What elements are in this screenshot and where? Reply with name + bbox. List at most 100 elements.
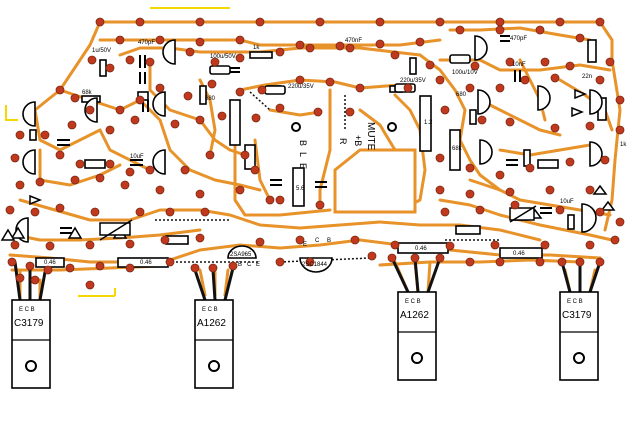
solder-pad: [15, 130, 25, 140]
solder-pad: [25, 261, 35, 271]
label-pin-e-mid: E: [303, 242, 307, 248]
solder-pad: [575, 33, 585, 43]
solder-pad: [325, 77, 335, 87]
solder-pad: [90, 207, 100, 217]
solder-pad: [615, 95, 625, 105]
label-c-22n: 22n: [582, 74, 592, 80]
solder-pad: [465, 257, 475, 267]
solder-pad: [415, 37, 425, 47]
solder-pad: [557, 257, 567, 267]
solder-pad: [275, 103, 285, 113]
ic-area: [333, 148, 417, 214]
solder-pad: [185, 47, 195, 57]
solder-pad: [425, 60, 435, 70]
solder-pad: [7, 257, 17, 267]
solder-pad: [43, 265, 53, 275]
solder-pad: [525, 163, 535, 173]
solder-pad: [240, 150, 250, 160]
solder-pad: [85, 280, 95, 290]
solder-pad: [465, 83, 475, 93]
solder-pad: [535, 25, 545, 35]
label-r-68k-right: 68k: [452, 146, 463, 152]
solder-pad: [145, 165, 155, 175]
label-q-2sc: 2SC1844: [302, 262, 328, 268]
solder-pad: [355, 83, 365, 93]
solder-pad: [390, 240, 400, 250]
solder-pad: [295, 75, 305, 85]
solder-pad: [565, 157, 575, 167]
connector-holes: [291, 122, 397, 132]
label-c-470nf: 470nF: [345, 38, 362, 44]
solder-pad: [475, 205, 485, 215]
solder-pad: [195, 17, 205, 27]
solder-pad: [115, 35, 125, 45]
solder-pad: [125, 263, 135, 273]
solder-pad: [585, 185, 595, 195]
solder-pad: [195, 189, 205, 199]
solder-pad: [210, 57, 220, 67]
solder-pad: [495, 83, 505, 93]
solder-pad: [295, 40, 305, 50]
solder-pad: [550, 73, 560, 83]
solder-pad: [207, 79, 217, 89]
label-c-1u50: 1u/50V: [92, 48, 111, 54]
solder-pad: [445, 241, 455, 251]
solder-pad: [250, 165, 260, 175]
solder-pad: [505, 57, 515, 67]
solder-pad: [85, 240, 95, 250]
solder-pad: [335, 41, 345, 51]
label-r-046-a: 0.46: [44, 260, 56, 266]
solder-pad: [160, 235, 170, 245]
solder-pad: [10, 153, 20, 163]
label-c-10uf: 10uF: [560, 199, 574, 205]
solder-pad: [165, 257, 175, 267]
transistor-part-number: C3179: [14, 318, 44, 329]
label-r-046-b: 0.46: [140, 260, 152, 266]
label-c-100u10: 100u/10V: [452, 70, 478, 76]
solder-pad: [115, 105, 125, 115]
solder-pad: [75, 159, 85, 169]
solder-pad: [205, 150, 215, 160]
solder-pad: [40, 130, 50, 140]
trimmer-potentiometers: [99, 205, 537, 241]
solder-pad: [85, 105, 95, 115]
solder-pad: [595, 17, 605, 27]
solder-pad: [265, 195, 275, 205]
solder-pad: [585, 121, 595, 131]
solder-pad: [235, 53, 245, 63]
solder-pad: [10, 240, 20, 250]
solder-pad: [35, 177, 45, 187]
solder-pad: [465, 189, 475, 199]
solder-pad: [295, 235, 305, 245]
solder-pad: [125, 167, 135, 177]
label-pin-c-left: C: [247, 262, 252, 268]
solder-pad: [275, 257, 285, 267]
solder-pad: [575, 257, 585, 267]
solder-pad: [540, 240, 550, 250]
solder-pad: [565, 61, 575, 71]
solder-pad: [390, 50, 400, 60]
solder-pad: [615, 217, 625, 227]
solder-pad: [105, 125, 115, 135]
solder-pad: [435, 75, 445, 85]
label-pin-c-mid: C: [315, 238, 320, 244]
solder-pad: [95, 17, 105, 27]
solder-pad: [135, 17, 145, 27]
solder-pad: [95, 173, 105, 183]
solder-pad: [375, 17, 385, 27]
label-term-e: E: [298, 163, 308, 169]
label-r-046-d: 0.46: [513, 251, 525, 257]
solder-pad: [55, 85, 65, 95]
mounting-hole: [573, 352, 585, 364]
solder-pad: [217, 111, 227, 121]
solder-pad: [67, 120, 77, 130]
solder-pad: [145, 57, 155, 67]
solder-pad: [470, 61, 480, 71]
resistors: [29, 39, 607, 268]
solder-pad: [545, 185, 555, 195]
label-r-680-right: 680: [456, 92, 467, 98]
solder-pad: [615, 125, 625, 135]
transistor-body: [11, 299, 51, 389]
solder-pad: [130, 115, 140, 125]
